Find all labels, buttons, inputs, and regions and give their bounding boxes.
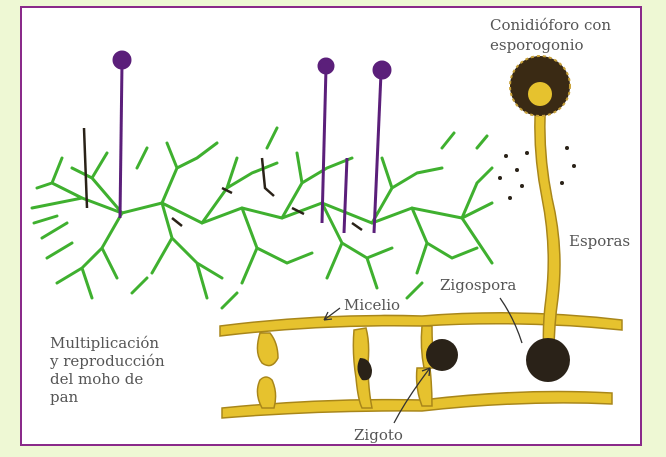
label-zigoto: Zigoto: [354, 426, 403, 444]
label-multiplicacion-line1: Multiplicación: [50, 334, 159, 352]
label-micelio: Micelio: [344, 296, 400, 314]
sporangium-head: [319, 59, 333, 73]
esporogonio-head: [510, 56, 570, 116]
zigospora-body: [526, 338, 570, 382]
sporangium-head: [114, 52, 130, 68]
label-multiplicacion-line3: del moho de: [50, 370, 143, 388]
label-esporas: Esporas: [569, 232, 630, 250]
spore-bodies: [357, 338, 570, 382]
label-multiplicacion-line4: pan: [50, 388, 78, 406]
label-zigospora: Zigospora: [440, 276, 516, 294]
sporangium-head: [374, 62, 390, 78]
label-conidioforo-line2: esporogonio: [490, 36, 584, 54]
diagram-frame: Conidióforo con esporogonio Esporas Zigo…: [20, 6, 642, 446]
label-multiplicacion-line2: y reproducción: [50, 352, 165, 370]
zigoto-spore: [426, 339, 458, 371]
green-hyphae-network: [32, 128, 492, 308]
label-conidioforo-line1: Conidióforo con: [490, 16, 611, 34]
